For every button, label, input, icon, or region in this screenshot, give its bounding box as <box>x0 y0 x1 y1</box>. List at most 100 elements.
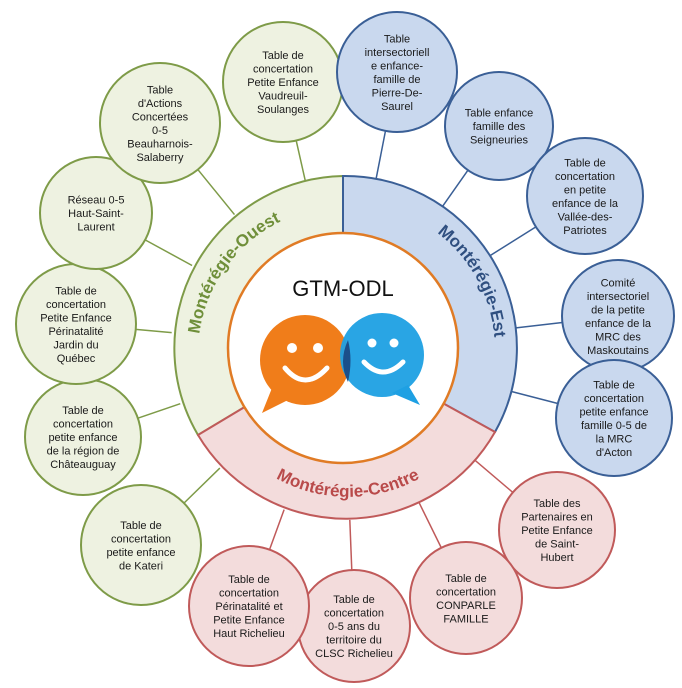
node-label-line: territoire du <box>326 635 382 647</box>
node-label-line: CLSC Richelieu <box>315 648 393 660</box>
node-label-line: concertation <box>324 608 384 620</box>
node-label-line: intersectoriell <box>365 47 430 59</box>
node-label-line: Soulanges <box>257 104 309 116</box>
node-label-line: famille des <box>473 121 526 133</box>
node-label-line: enfance de la <box>552 198 619 210</box>
node-label-line: Patriotes <box>563 225 607 237</box>
node-circle <box>498 471 616 589</box>
node-label-line: famille de <box>373 74 420 86</box>
node-label-line: Table enfance <box>465 108 534 120</box>
node-label-line: Vallée-des- <box>558 211 613 223</box>
smiley-logo <box>260 313 424 413</box>
node-label-line: Réseau 0-5 <box>68 195 125 207</box>
node-label-line: Laurent <box>77 222 114 234</box>
node-label-line: de la région de <box>47 446 120 458</box>
node-label-line: petite enfance <box>48 432 117 444</box>
node-label-line: concertation <box>219 588 279 600</box>
node-label-line: concertation <box>53 419 113 431</box>
node-label-line: concertation <box>111 533 171 545</box>
node-label-line: concertation <box>584 393 644 405</box>
node-label-line: Petite Enfance <box>247 77 319 89</box>
node-label-line: Hubert <box>540 552 573 564</box>
node-label-line: Table de <box>228 574 270 586</box>
node-label-line: Jardin du <box>53 339 98 351</box>
overlap-shape <box>343 340 351 382</box>
node-label-line: Québec <box>57 353 96 365</box>
connector-line <box>144 239 193 267</box>
blue-smiley-icon <box>340 313 424 405</box>
orange-smiley-icon <box>260 315 350 413</box>
node-label-line: Table de <box>55 285 97 297</box>
connector-line <box>513 321 563 329</box>
node-label-line: Seigneuries <box>470 135 529 147</box>
node-circle <box>99 62 221 184</box>
connector-line <box>183 467 221 504</box>
node-circle <box>336 11 458 133</box>
connector-line <box>509 390 559 405</box>
node-label-line: famille 0-5 de <box>581 420 647 432</box>
node-label-line: Concertées <box>132 111 189 123</box>
node-label-line: petite enfance <box>579 406 648 418</box>
node-label-line: Haut-Saint- <box>68 208 124 220</box>
node-label-line: concertation <box>436 586 496 598</box>
node-circle <box>409 541 523 655</box>
node-label-line: Périnatalité et <box>215 601 282 613</box>
node-circle <box>188 545 310 667</box>
node-label-line: enfance de la <box>585 318 652 330</box>
node-label-line: Table <box>384 33 410 45</box>
connector-line <box>295 140 306 181</box>
node-label-line: Châteauguay <box>50 459 116 471</box>
node-label-line: Table de <box>564 157 606 169</box>
node-label-line: 0-5 <box>152 125 168 137</box>
node-label-line: Table <box>147 84 173 96</box>
node-label-line: Maskoutains <box>587 345 649 357</box>
connector-line <box>197 169 236 216</box>
node-label-line: d'Actions <box>138 98 183 110</box>
node-label-line: concertation <box>555 171 615 183</box>
node-circle <box>39 156 153 270</box>
node-label-line: Haut Richelieu <box>213 628 285 640</box>
node-label-line: en petite <box>564 184 606 196</box>
node-label-line: Petite Enfance <box>521 525 593 537</box>
node-circle <box>555 359 673 477</box>
connector-line <box>473 458 514 493</box>
connector-line <box>418 502 442 549</box>
connector-line <box>349 519 353 571</box>
node-label-line: Petite Enfance <box>213 615 285 627</box>
node-label-line: d'Acton <box>596 447 632 459</box>
node-label-line: Table de <box>445 573 487 585</box>
connector-line <box>268 509 285 550</box>
node-label-line: Table de <box>120 520 162 532</box>
node-label-line: Table de <box>333 594 375 606</box>
node-label-line: MRC des <box>595 331 641 343</box>
node-label-line: CONPARLE <box>436 600 496 612</box>
node-label-line: e enfance- <box>371 60 423 72</box>
node-label-line: Table de <box>262 50 304 62</box>
node-label-line: Comité <box>601 277 636 289</box>
